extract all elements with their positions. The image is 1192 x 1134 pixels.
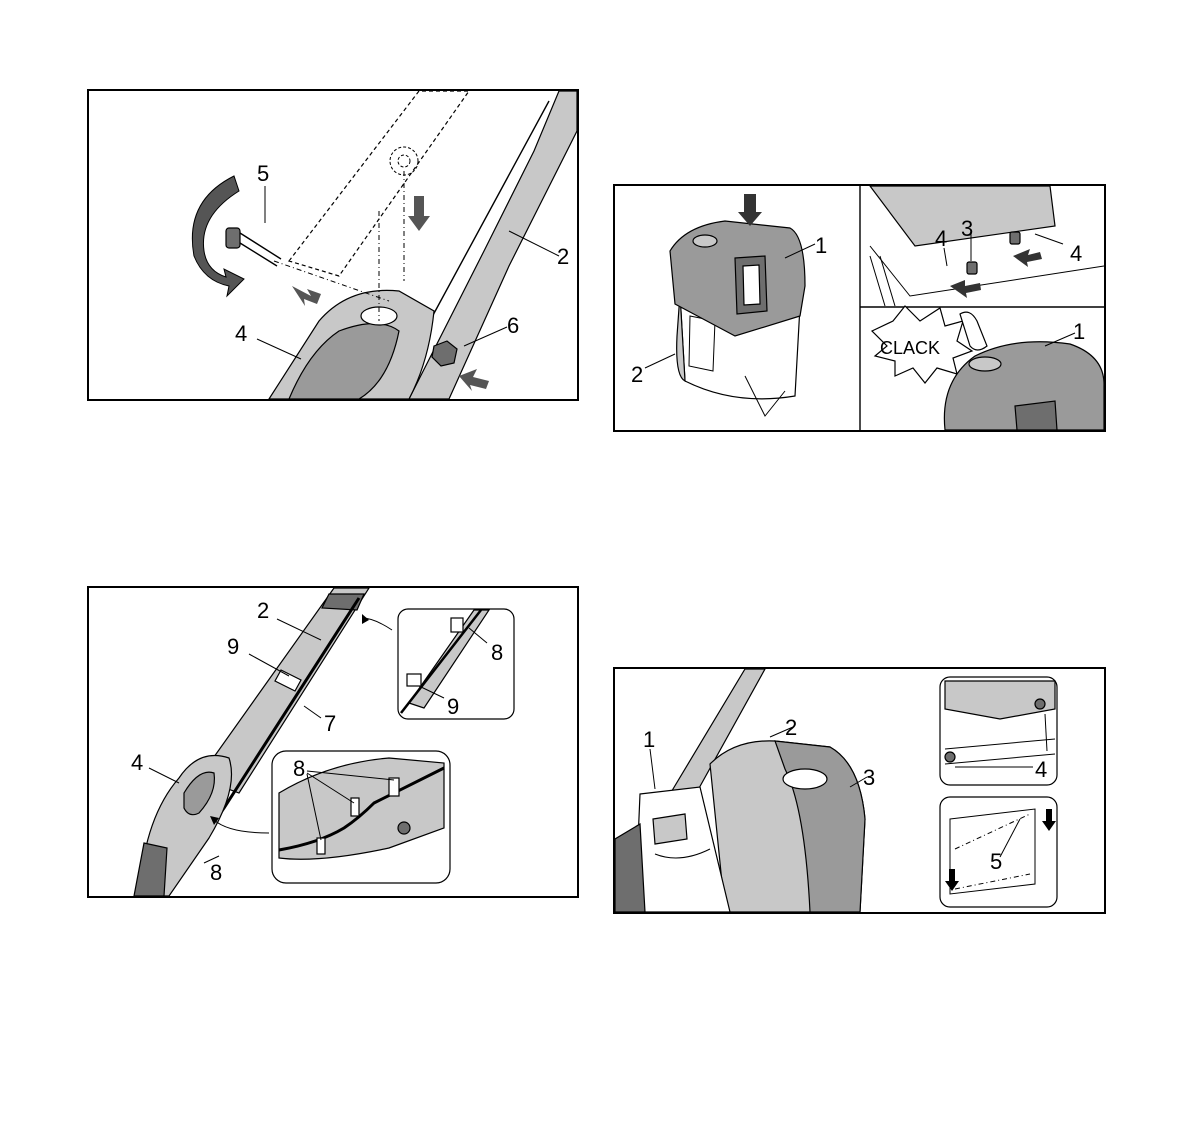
figure-catcher-lid: 1 2 4 3 4 CLACK 1	[613, 184, 1106, 432]
callout-4: 4	[235, 321, 247, 346]
callout-4-right: 4	[1070, 241, 1082, 266]
callout-4: 4	[131, 750, 143, 775]
callout-2: 2	[631, 362, 643, 387]
cable-clips-illustration: 2 9 7 4 8 8 9 8	[89, 588, 577, 896]
callout-8-inset-bottom: 8	[293, 756, 305, 781]
callout-4-left: 4	[935, 226, 947, 251]
callout-2: 2	[257, 598, 269, 623]
callout-5: 5	[257, 161, 269, 186]
callout-3: 3	[961, 216, 973, 241]
figure-handle-bolt: 5 2 4 6	[87, 89, 579, 401]
callout-3: 3	[863, 765, 875, 790]
callout-9-inset: 9	[447, 694, 459, 719]
handle-bolt-illustration: 5 2 4 6	[89, 91, 577, 399]
callout-9: 9	[227, 634, 239, 659]
callout-1: 1	[815, 233, 827, 258]
catcher-mount-illustration: 1 2 3 4 5	[615, 669, 1104, 912]
callout-7: 7	[324, 711, 336, 736]
catcher-lid-illustration: 1 2 4 3 4 CLACK 1	[615, 186, 1104, 430]
callout-1-clack: 1	[1073, 319, 1085, 344]
callout-2: 2	[557, 244, 569, 269]
callout-2: 2	[785, 715, 797, 740]
callout-4: 4	[1035, 757, 1047, 782]
clack-text: CLACK	[880, 338, 940, 358]
callout-5: 5	[990, 849, 1002, 874]
callout-6: 6	[507, 313, 519, 338]
callout-8-inset-top: 8	[491, 640, 503, 665]
callout-8: 8	[210, 860, 222, 885]
figure-cable-clips: 2 9 7 4 8 8 9 8	[87, 586, 579, 898]
figure-catcher-mount: 1 2 3 4 5	[613, 667, 1106, 914]
callout-1: 1	[643, 727, 655, 752]
